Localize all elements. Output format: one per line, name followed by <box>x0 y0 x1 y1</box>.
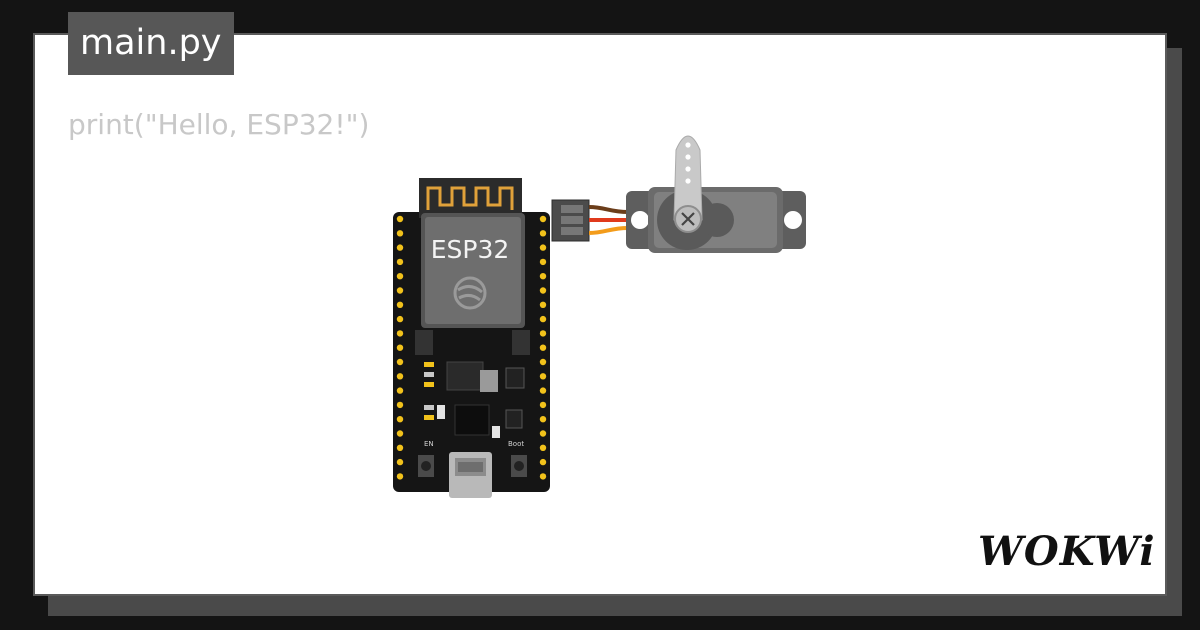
en-label: EN <box>424 440 434 448</box>
servo-motor[interactable] <box>626 135 806 253</box>
pin-dot <box>539 387 547 394</box>
boot-label: Boot <box>508 440 524 448</box>
pin-dot <box>539 315 547 323</box>
pin-dot <box>539 401 547 409</box>
canvas-card <box>33 33 1167 596</box>
pin-dot <box>396 430 404 437</box>
servo-wires <box>588 205 629 235</box>
pin-dot <box>539 473 547 480</box>
pin-dot <box>396 330 404 337</box>
pin-dot <box>539 244 547 251</box>
esp32-board[interactable]: ESP32 EN Boot <box>393 178 550 498</box>
wokwi-logo: WOKWi <box>978 528 1156 575</box>
pin-dot <box>396 458 404 466</box>
code-line: print("Hello, ESP32!") <box>68 108 370 141</box>
pin-dot <box>539 330 547 337</box>
pin-dot <box>396 301 404 308</box>
pin-dot <box>539 215 547 223</box>
pin-dot <box>539 301 547 308</box>
pin-dot <box>539 230 547 237</box>
pin-dot <box>396 215 404 223</box>
pin-dot <box>396 244 404 251</box>
pin-dot <box>396 315 404 323</box>
pin-dot <box>539 430 547 437</box>
pin-dot <box>539 444 547 451</box>
pin-dot <box>396 273 404 280</box>
pin-dot <box>539 344 547 351</box>
pin-dot <box>396 287 404 294</box>
pin-dot <box>539 358 547 366</box>
pin-dot <box>396 416 404 423</box>
pin-dot <box>539 373 547 380</box>
pin-dot <box>396 373 404 380</box>
pin-dot <box>396 401 404 409</box>
pin-dot <box>396 344 404 351</box>
pin-dot <box>539 273 547 280</box>
pin-dot <box>396 358 404 366</box>
pin-dot <box>396 387 404 394</box>
pin-header-right <box>539 215 547 480</box>
pin-dot <box>539 258 547 266</box>
pin-dot <box>396 258 404 266</box>
pin-dot <box>539 287 547 294</box>
pin-header-left <box>396 215 404 480</box>
file-tab[interactable]: main.py <box>68 12 234 75</box>
chip-label: ESP32 <box>431 235 510 264</box>
pin-dot <box>539 416 547 423</box>
pin-dot <box>396 444 404 451</box>
servo-connector[interactable] <box>551 199 590 242</box>
pin-dot <box>539 458 547 466</box>
pin-dot <box>396 473 404 480</box>
pin-dot <box>396 230 404 237</box>
